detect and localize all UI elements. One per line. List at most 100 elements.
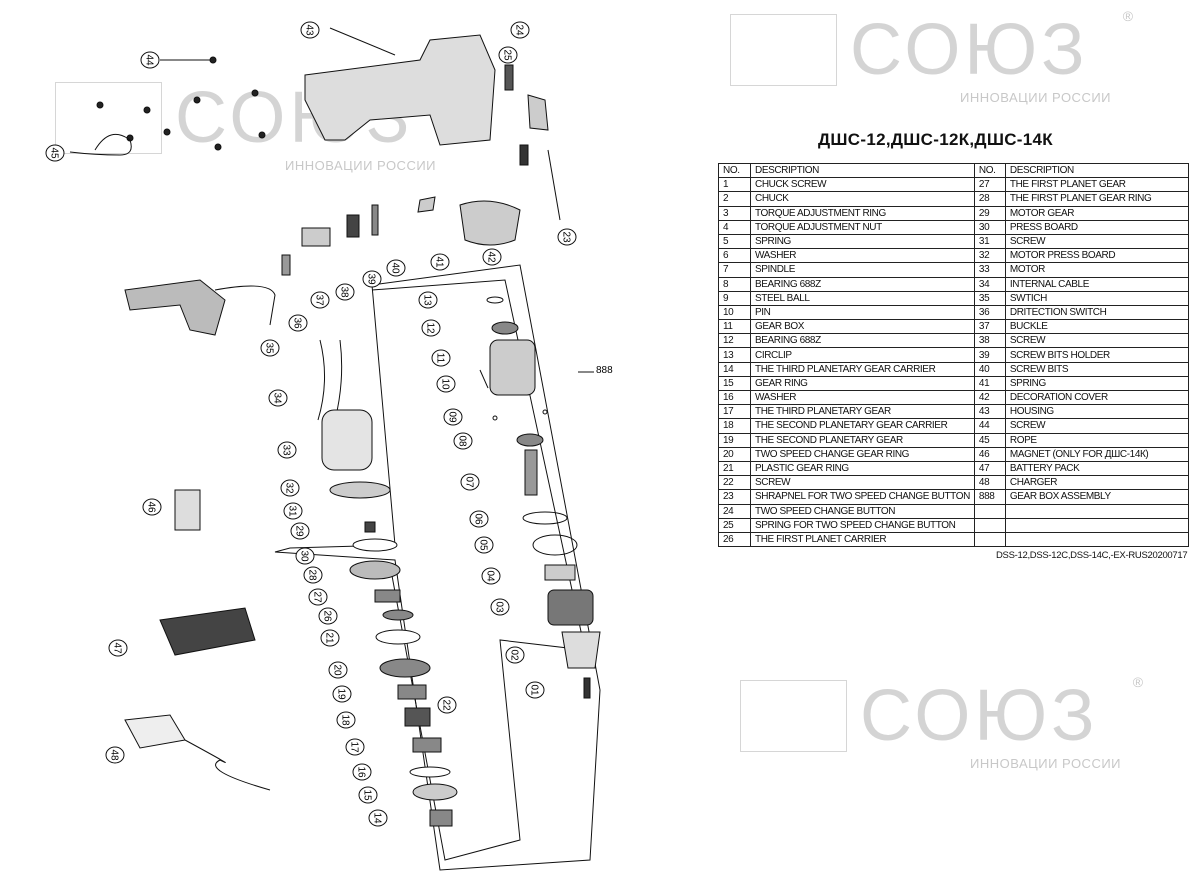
part-description: CHUCK	[750, 191, 975, 207]
callout-circle	[320, 629, 340, 647]
callout-number: 30	[299, 550, 310, 562]
part-number: 44	[973, 418, 1006, 434]
callout-05: 05	[474, 536, 494, 554]
callout-number: 15	[362, 789, 373, 801]
document-code: DSS-12,DSS-12C,DSS-14C,-EX-RUS20200717	[996, 550, 1188, 561]
callout-circle	[300, 21, 320, 39]
callout-circle	[421, 319, 441, 337]
callout-30: 30	[295, 547, 315, 565]
part-number: 41	[973, 375, 1006, 392]
part-number: 29	[973, 205, 1006, 221]
callout-38: 38	[335, 283, 355, 301]
callout-number: 31	[287, 505, 298, 517]
part-description: TORQUE ADJUSTMENT RING	[750, 205, 975, 221]
part-description: THE THIRD PLANETARY GEAR CARRIER	[750, 361, 975, 377]
callout-circle	[386, 259, 406, 277]
callout-22: 22	[437, 696, 457, 714]
part-number: 39	[973, 347, 1006, 363]
callout-number: 08	[457, 435, 468, 447]
callout-number: 01	[529, 684, 540, 696]
callout-31: 31	[283, 502, 303, 520]
switch-part	[124, 279, 226, 336]
callout-04: 04	[481, 567, 501, 585]
part-description: MOTOR GEAR	[1004, 205, 1190, 221]
part-number: 27	[973, 177, 1006, 193]
part-description: THE FIRST PLANET CARRIER	[750, 531, 975, 548]
part-number: 8	[718, 276, 751, 292]
callout-number: 44	[144, 54, 155, 66]
callout-number: 10	[440, 378, 451, 390]
callout-circle	[310, 291, 330, 309]
callout-24: 24	[510, 21, 530, 39]
part-number: 14	[718, 361, 751, 377]
part-description: THE FIRST PLANET GEAR	[1004, 177, 1190, 193]
part-description: PRESS BOARD	[1004, 219, 1190, 235]
callout-15: 15	[358, 786, 378, 804]
part-description: GEAR BOX ASSEMBLY	[1004, 489, 1190, 505]
callout-number: 04	[485, 570, 496, 582]
callout-number: 48	[109, 749, 120, 761]
part-description: GEAR BOX	[750, 319, 975, 335]
callout-number: 41	[434, 256, 445, 268]
callout-circle	[460, 473, 480, 491]
part-number: 13	[718, 347, 751, 363]
callout-02: 02	[505, 646, 525, 664]
callout-number: 46	[146, 501, 157, 513]
part-description: BATTERY PACK	[1004, 460, 1190, 477]
part-number: 33	[973, 262, 1006, 278]
part-number: 26	[718, 531, 751, 548]
part-description: MAGNET (ONLY FOR ДШС-14К)	[1004, 446, 1190, 462]
callout-number: 43	[304, 24, 315, 36]
callout-48: 48	[105, 746, 125, 764]
part-number: 38	[973, 333, 1006, 349]
callout-03: 03	[490, 598, 510, 616]
part-number: 6	[718, 248, 751, 264]
part-description: BUCKLE	[1004, 319, 1190, 335]
callout-number: 06	[473, 513, 484, 525]
callout-circle	[328, 661, 348, 679]
callout-number: 23	[561, 231, 572, 243]
part-description: DRITECTION SWITCH	[1004, 304, 1190, 321]
callout-number: 14	[372, 812, 383, 824]
callout-33: 33	[277, 441, 297, 459]
callout-number: 29	[294, 525, 305, 537]
callout-37: 37	[310, 291, 330, 309]
callout-number: 28	[307, 569, 318, 581]
callout-circle	[288, 314, 308, 332]
part-description: TORQUE ADJUSTMENT NUT	[750, 219, 975, 235]
callout-number: 19	[336, 688, 347, 700]
part-description: THE SECOND PLANETARY GEAR CARRIER	[750, 418, 975, 434]
callout-circle	[335, 283, 355, 301]
assembly-label-888: 888	[596, 365, 613, 376]
callout-number: 32	[284, 482, 295, 494]
callout-47: 47	[108, 639, 128, 657]
callout-circle	[510, 21, 530, 39]
part-number: 43	[973, 404, 1006, 420]
gearbox-inner-outline	[371, 279, 586, 861]
part-number: 25	[718, 517, 751, 533]
callout-number: 34	[272, 392, 283, 404]
part-number: 11	[718, 319, 751, 335]
callout-46: 46	[142, 498, 162, 516]
callout-number: 47	[112, 642, 123, 654]
part-number: 23	[718, 489, 751, 505]
callout-17: 17	[345, 738, 365, 756]
header-no: NO.	[973, 162, 1006, 179]
callout-circle	[45, 144, 65, 162]
callout-circle	[443, 408, 463, 426]
callout-16: 16	[352, 763, 372, 781]
